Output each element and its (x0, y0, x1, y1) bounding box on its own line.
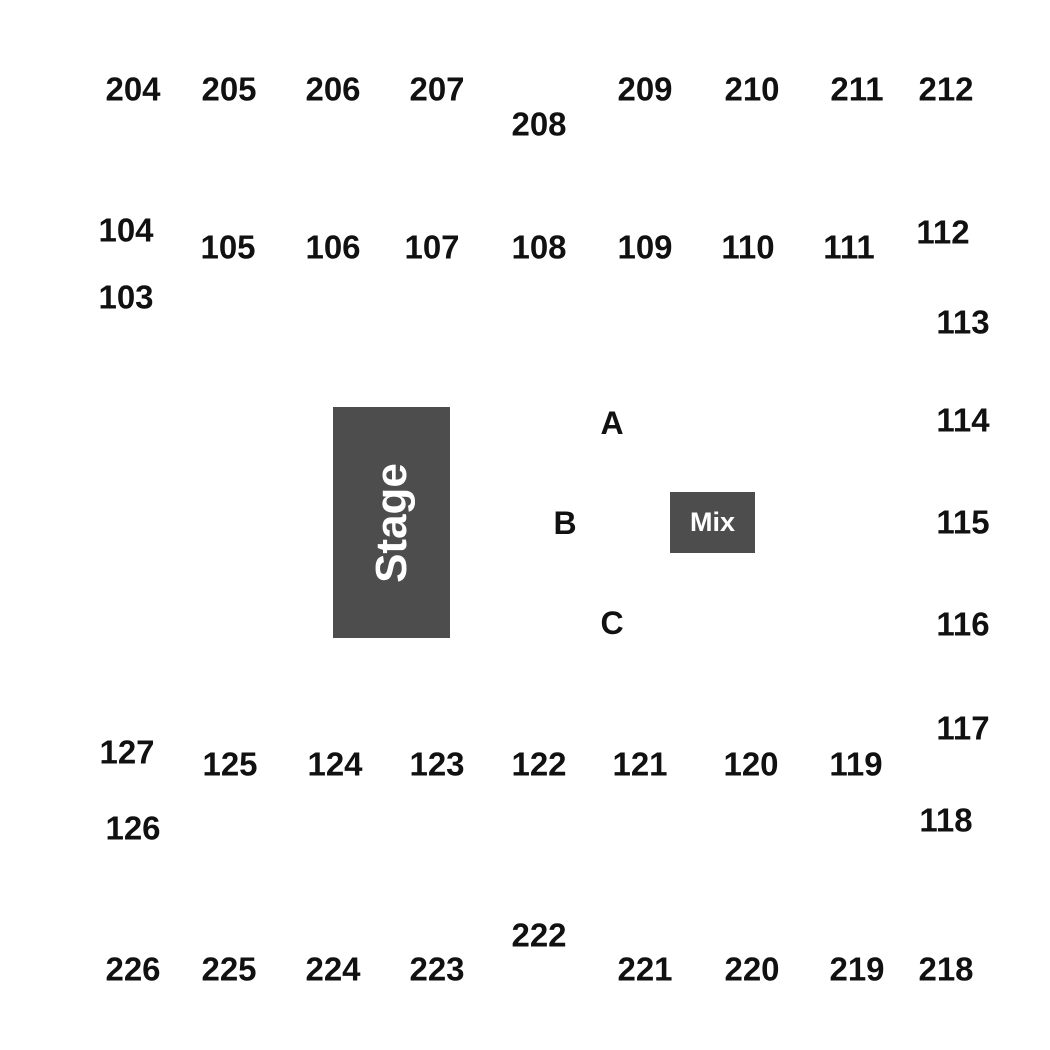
section-118[interactable]: 118 (919, 801, 973, 839)
section-222[interactable]: 222 (511, 916, 567, 954)
section-108[interactable]: 108 (511, 228, 567, 266)
section-219[interactable]: 219 (829, 950, 885, 988)
section-122[interactable]: 122 (511, 745, 567, 783)
section-224[interactable]: 224 (305, 950, 361, 988)
section-208[interactable]: 208 (511, 105, 567, 143)
section-123[interactable]: 123 (409, 745, 465, 783)
floor-section-c[interactable]: C (600, 605, 624, 641)
section-121[interactable]: 121 (612, 745, 668, 783)
section-119[interactable]: 119 (829, 745, 883, 783)
floor-section-a[interactable]: A (600, 405, 624, 441)
section-223[interactable]: 223 (409, 950, 465, 988)
section-127[interactable]: 127 (99, 733, 155, 771)
section-125[interactable]: 125 (202, 745, 258, 783)
section-107[interactable]: 107 (404, 228, 460, 266)
section-211[interactable]: 211 (830, 70, 884, 108)
section-114[interactable]: 114 (936, 401, 990, 439)
section-210[interactable]: 210 (724, 70, 780, 108)
section-204[interactable]: 204 (105, 70, 161, 108)
section-115[interactable]: 115 (936, 503, 990, 541)
section-205[interactable]: 205 (201, 70, 257, 108)
section-220[interactable]: 220 (724, 950, 780, 988)
section-207[interactable]: 207 (409, 70, 465, 108)
stage: Stage (333, 407, 450, 638)
section-104[interactable]: 104 (98, 211, 154, 249)
section-105[interactable]: 105 (200, 228, 256, 266)
section-225[interactable]: 225 (201, 950, 257, 988)
stage-label: Stage (366, 462, 416, 583)
section-117[interactable]: 117 (936, 709, 990, 747)
section-218[interactable]: 218 (918, 950, 974, 988)
section-221[interactable]: 221 (617, 950, 673, 988)
section-120[interactable]: 120 (723, 745, 779, 783)
section-206[interactable]: 206 (305, 70, 361, 108)
floor-section-b[interactable]: B (553, 505, 577, 541)
section-209[interactable]: 209 (617, 70, 673, 108)
section-124[interactable]: 124 (307, 745, 363, 783)
section-112[interactable]: 112 (916, 213, 970, 251)
section-106[interactable]: 106 (305, 228, 361, 266)
mix-position: Mix (670, 492, 755, 553)
section-109[interactable]: 109 (617, 228, 673, 266)
section-126[interactable]: 126 (105, 809, 161, 847)
section-110[interactable]: 110 (721, 228, 775, 266)
section-226[interactable]: 226 (105, 950, 161, 988)
section-212[interactable]: 212 (918, 70, 974, 108)
section-113[interactable]: 113 (936, 303, 990, 341)
mix-label: Mix (689, 507, 735, 537)
section-111[interactable]: 111 (823, 228, 875, 266)
section-103[interactable]: 103 (98, 278, 154, 316)
section-116[interactable]: 116 (936, 605, 990, 643)
